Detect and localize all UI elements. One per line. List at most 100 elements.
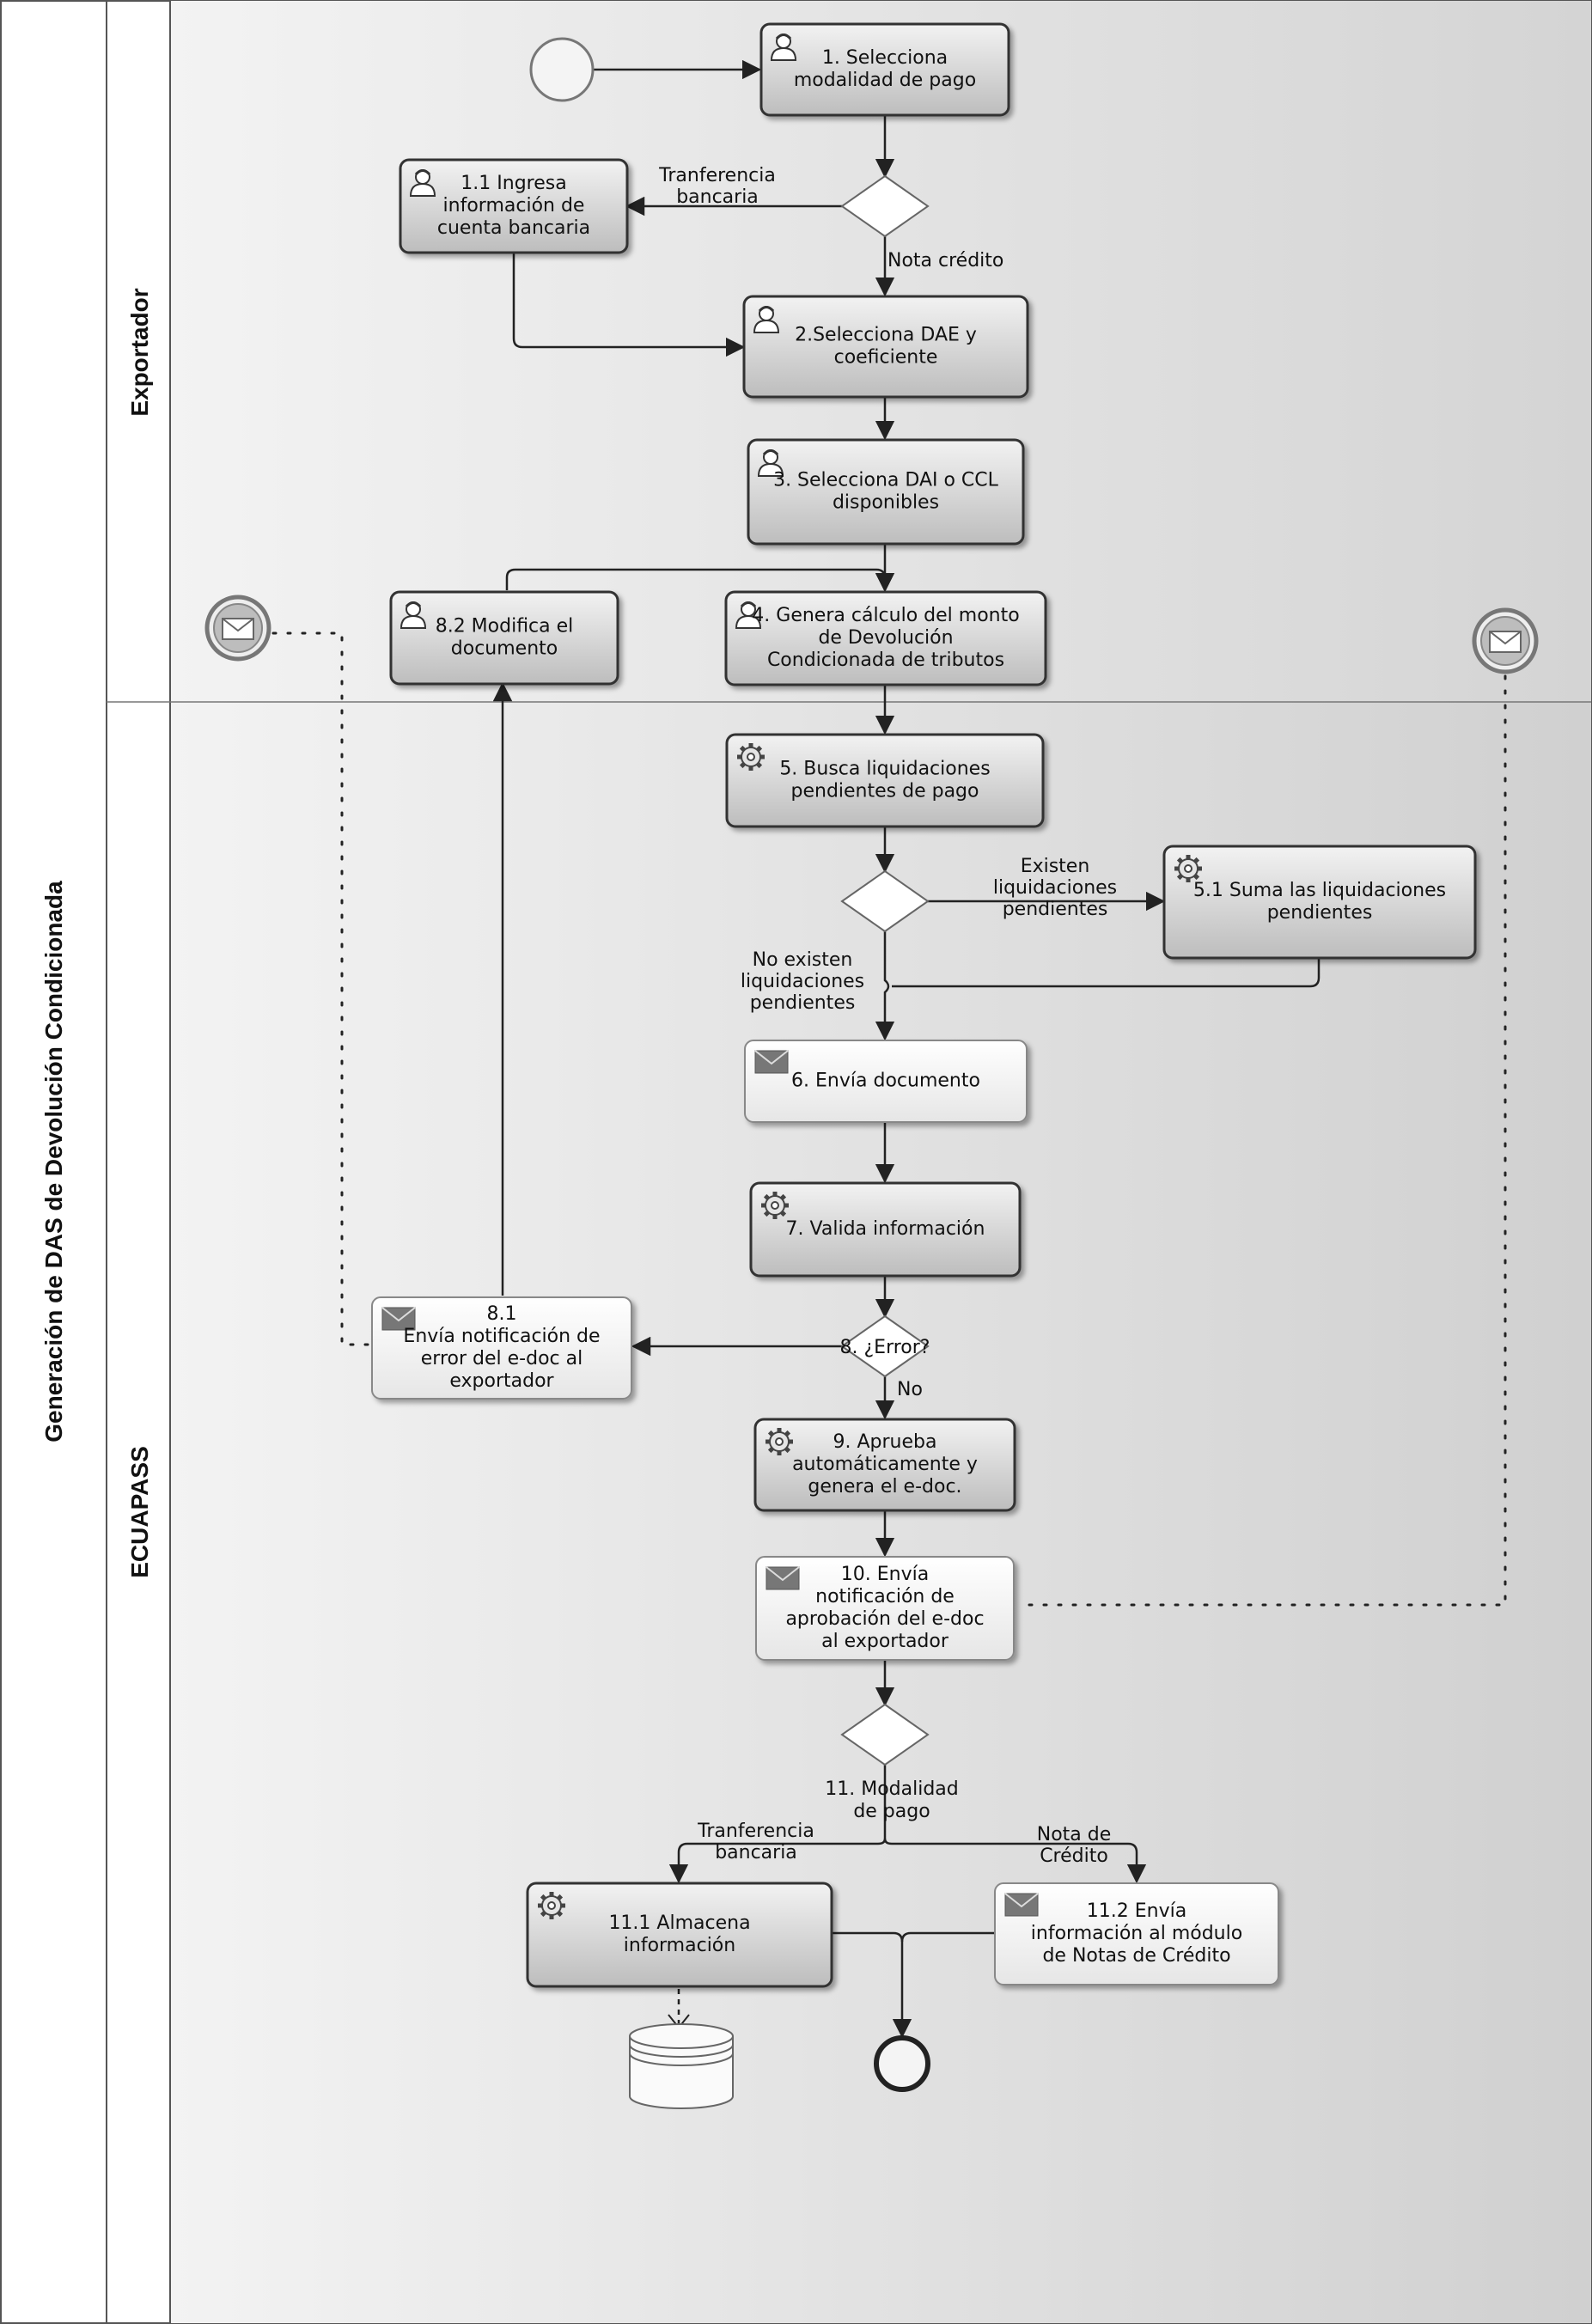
task-label-line: aprobación del e-doc <box>785 1608 984 1630</box>
user-icon <box>409 169 436 197</box>
task-label-line: información <box>624 1935 735 1956</box>
flow-label-g11-transfer: bancaria <box>715 1842 797 1863</box>
task-label-line: 6. Envía documento <box>791 1071 980 1092</box>
task-label-line: disponibles <box>833 492 939 514</box>
task-label-line: de Notas de Crédito <box>1042 1945 1230 1967</box>
flow-t1_1-t2 <box>512 253 746 357</box>
user-icon <box>757 449 784 477</box>
envelope-icon <box>1004 1893 1039 1917</box>
flow-label-g1-transfer: bancaria <box>676 186 759 208</box>
message-flows <box>271 631 1507 1607</box>
gear-icon <box>1174 855 1202 882</box>
task-label-line: documento <box>451 638 558 660</box>
task-label-line: 2.Selecciona DAE y <box>795 325 977 346</box>
task-label-line: pendientes <box>1267 902 1373 924</box>
user-icon <box>770 34 797 61</box>
task-label-line: 11.1 Almacena <box>608 1912 750 1934</box>
flow-label-g8-no: No <box>897 1379 923 1400</box>
data-store[interactable] <box>629 2023 734 2109</box>
task-label-line: modalidad de pago <box>794 70 976 91</box>
task-label-line: 5. Busca liquidaciones <box>779 759 990 780</box>
flow-t5_1-merge <box>892 958 1321 988</box>
task-label-line: al exportador <box>821 1631 949 1652</box>
message-event-right[interactable] <box>1472 607 1539 674</box>
task-label-line: cuenta bancaria <box>437 217 590 239</box>
flow-t8_2-t4 <box>505 568 895 593</box>
task-label-line: 9. Aprueba <box>833 1431 937 1453</box>
gateway-g8[interactable]: 8. ¿Error? <box>840 1314 930 1378</box>
pool-title: Generación de DAS de Devolución Condicio… <box>40 881 67 1443</box>
task-label-line: exportador <box>449 1370 554 1392</box>
gateway-g5[interactable] <box>840 869 930 933</box>
task-label-line: 5.1 Suma las liquidaciones <box>1193 880 1446 901</box>
start-event[interactable] <box>529 37 595 102</box>
sequence-flows <box>492 59 1321 2039</box>
lane-title-exportador: Exportador <box>126 288 153 416</box>
task-label-line: 8.2 Modifica el <box>436 616 574 637</box>
flow-label-g1-credit: Nota crédito <box>887 250 1003 271</box>
envelope-icon <box>381 1307 416 1331</box>
task-label-line: genera el e-doc. <box>808 1476 961 1497</box>
task-label-line: 1.1 Ingresa <box>461 173 566 194</box>
envelope-icon <box>754 1050 789 1074</box>
flow-g11-t11_2 <box>883 1838 1147 1884</box>
message-event-left[interactable] <box>204 595 271 662</box>
flow-label-g5-exist: liquidaciones <box>993 877 1117 899</box>
lane-title-ecuapass: ECUAPASS <box>126 1446 153 1578</box>
flow-label-g5-none: liquidaciones <box>741 971 864 992</box>
flow-g5-t6 <box>875 931 895 1041</box>
user-icon <box>400 601 427 629</box>
task-label-line: información de <box>443 195 585 217</box>
message-flow-left <box>271 631 369 1346</box>
envelope-icon <box>766 1566 800 1590</box>
flow-label-g5-exist: Existen <box>1021 856 1090 877</box>
flow-label-g5-none: No existen <box>753 949 853 971</box>
task-label-line: Condicionada de tributos <box>767 650 1004 671</box>
task-label-line: 7. Valida información <box>786 1218 985 1240</box>
task-t6[interactable]: 6. Envía documento <box>744 1040 1028 1123</box>
task-label-line: 3. Selecciona DAI o CCL <box>773 470 999 491</box>
task-label-line: Envía notificación de <box>403 1326 600 1347</box>
flow-label-g11-credit: Crédito <box>1040 1845 1108 1867</box>
task-label-line: 4. Genera cálculo del monto <box>752 605 1019 626</box>
flow-label-g1-transfer: Tranferencia <box>658 165 776 186</box>
gateway-g1[interactable] <box>840 174 930 238</box>
flow-label-g5-none: pendientes <box>750 992 856 1014</box>
task-label-line: coeficiente <box>834 347 938 369</box>
flow-label-g11-credit: Nota de <box>1037 1824 1112 1845</box>
gateway-label: de pago <box>853 1801 930 1822</box>
task-label-line: notificación de <box>815 1586 955 1607</box>
task-label-line: 11.2 Envía <box>1087 1900 1186 1922</box>
task-label-line: 8.1 <box>487 1303 517 1325</box>
user-icon <box>753 306 780 333</box>
task-label-line: de Devolución <box>818 627 953 649</box>
gateway-label: 8. ¿Error? <box>840 1337 930 1358</box>
task-label-line: 10. Envía <box>841 1564 929 1585</box>
task-t7[interactable]: 7. Valida información <box>749 1181 1022 1278</box>
database-icon <box>629 2036 734 2109</box>
task-label-line: automáticamente y <box>792 1454 978 1475</box>
end-event[interactable] <box>874 2035 930 2092</box>
gear-icon <box>761 1192 789 1219</box>
flow-label-g11-transfer: Tranferencia <box>697 1821 814 1842</box>
task-label-line: pendientes de pago <box>791 781 979 802</box>
